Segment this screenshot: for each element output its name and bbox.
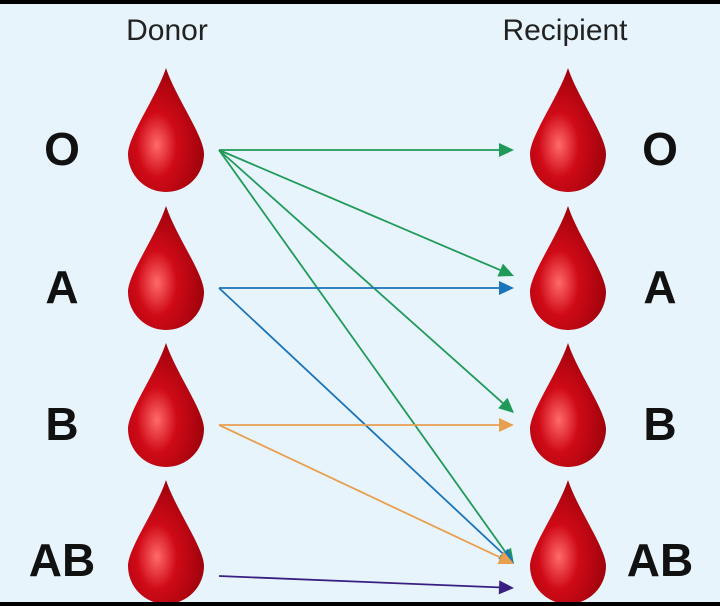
arrow-b-to-b [219, 418, 514, 432]
arrow-a-to-ab [218, 287, 514, 564]
arrow-a-to-a [219, 281, 514, 295]
recipient-drop-o-icon [530, 68, 606, 192]
donor-drop-o-icon [128, 68, 204, 192]
arrow-b-to-ab [218, 424, 514, 564]
donor-label-b: B [45, 398, 79, 450]
recipient-drop-ab-icon [530, 480, 606, 602]
donor-drop-b-icon [128, 343, 204, 467]
recipient-label-b: B [643, 398, 677, 450]
recipient-label-o: O [642, 123, 678, 175]
recipient-header: Recipient [502, 14, 628, 47]
donor-drop-ab-icon [128, 480, 204, 602]
arrow-ab-to-ab [218, 575, 514, 595]
arrow-o-to-a [218, 149, 514, 277]
donor-label-o: O [44, 123, 80, 175]
recipient-label-ab: AB [626, 534, 694, 586]
recipient-drop-b-icon [530, 343, 606, 467]
donor-drop-a-icon [128, 206, 204, 330]
donor-label-ab: AB [28, 534, 96, 586]
arrow-o-to-o [219, 143, 514, 157]
diagram-graphics [128, 68, 606, 602]
recipient-drop-a-icon [530, 206, 606, 330]
donor-header: Donor [126, 14, 208, 47]
donor-label-a: A [45, 261, 79, 313]
arrow-o-to-b [218, 149, 514, 413]
blood-compatibility-diagram: Donor Recipient O A B AB O A B AB [0, 4, 720, 602]
recipient-label-a: A [643, 261, 677, 313]
